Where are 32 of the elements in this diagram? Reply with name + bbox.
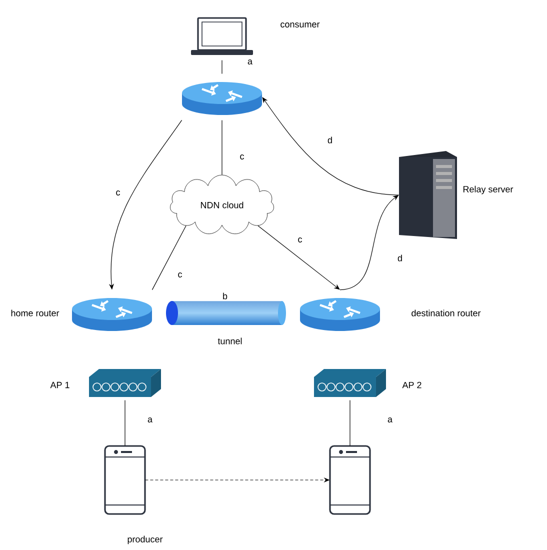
laptop-icon <box>191 17 253 55</box>
edge-label: c <box>114 190 122 196</box>
edge-label: d <box>396 254 404 262</box>
edge-label: a <box>246 58 254 66</box>
access-point-icon <box>314 369 386 397</box>
phone-icon <box>329 445 371 515</box>
device-label: consumer <box>280 22 320 28</box>
phone-icon <box>104 445 146 515</box>
router-icon <box>182 82 262 115</box>
edge-label: c <box>296 236 304 244</box>
connector-line <box>124 400 126 446</box>
device-label: AP 2 <box>402 382 422 388</box>
device-label: Relay server <box>463 186 514 194</box>
device-label: tunnel <box>218 338 242 344</box>
edge-label: a <box>386 416 394 424</box>
arrow <box>262 97 400 196</box>
device-label: producer <box>128 536 163 544</box>
edge-label: c <box>238 154 246 160</box>
tunnel-pipe <box>166 301 286 325</box>
edge-label: c <box>176 272 184 278</box>
connector-line <box>152 225 186 290</box>
arrow <box>258 225 340 290</box>
edge-label: d <box>326 136 334 144</box>
device-label: AP 1 <box>50 382 70 388</box>
device-label: home router <box>11 310 60 316</box>
router-icon <box>72 298 152 331</box>
server-icon <box>399 151 457 239</box>
device-label: destination router <box>412 310 481 316</box>
access-point-icon <box>89 369 161 397</box>
router-icon <box>300 298 380 331</box>
device-label: b <box>223 292 228 300</box>
edge-label: a <box>146 416 154 424</box>
